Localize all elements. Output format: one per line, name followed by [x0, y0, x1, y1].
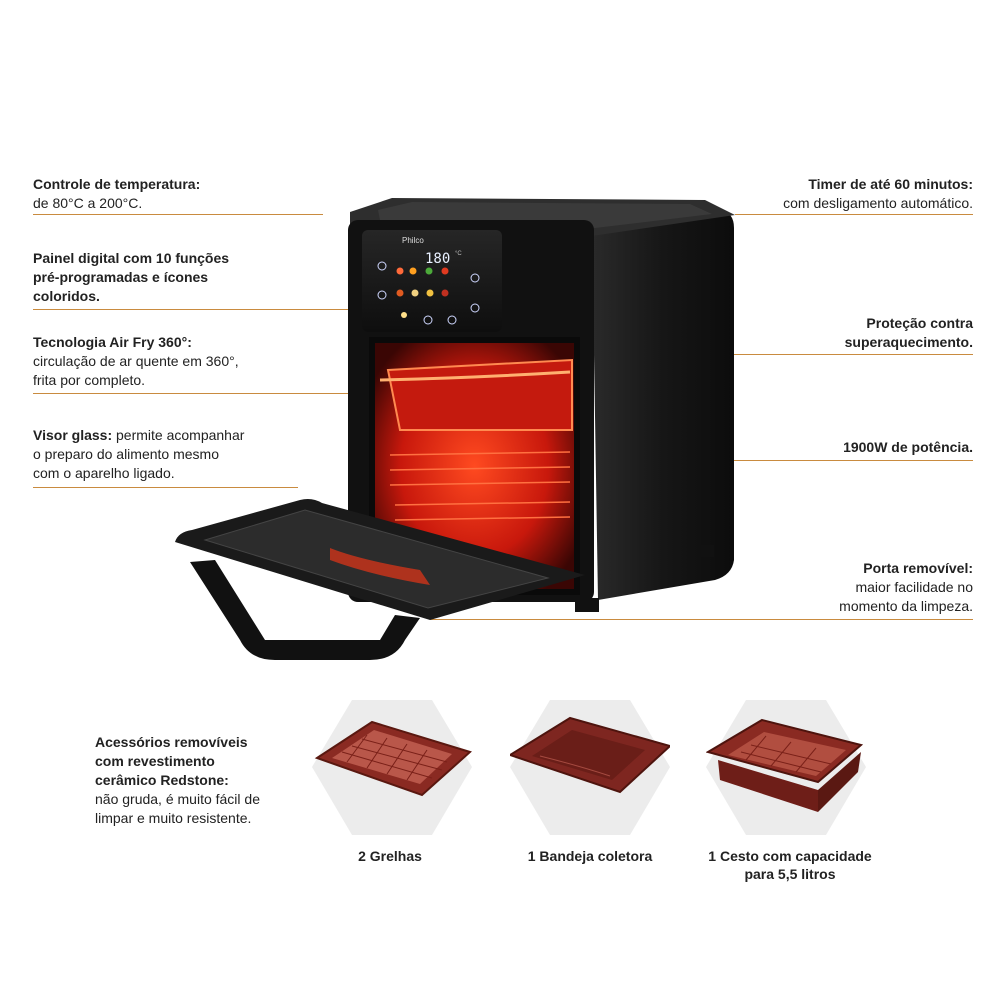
accessory-caption-basket-line2: para 5,5 litros [744, 866, 836, 882]
accessory-caption-grill: 2 Grelhas [358, 848, 422, 864]
callout-visor: Visor glass: permite acompanhar o prepar… [33, 426, 244, 483]
callout-airfry-body2: frita por completo. [33, 372, 146, 388]
callout-door-title: Porta removível: [863, 560, 973, 576]
callout-temperature-title: Controle de temperatura: [33, 176, 201, 192]
callout-protection-line1: Proteção contra [866, 315, 973, 331]
callout-power: 1900W de potência. [843, 438, 973, 457]
accessory-tray-image [510, 700, 670, 835]
callout-power-title: 1900W de potência. [843, 439, 973, 455]
leader-line-power [648, 460, 973, 461]
callout-accessories-body1: não gruda, é muito fácil de [95, 791, 260, 807]
callout-timer-body: com desligamento automático. [783, 195, 973, 211]
leader-line-temperature [33, 214, 323, 215]
callout-panel-line1: Painel digital com 10 funções [33, 250, 230, 266]
leader-line-timer [735, 214, 973, 215]
accessory-caption-basket: 1 Cesto com capacidade para 5,5 litros [690, 847, 890, 883]
callout-accessories-body2: limpar e muito resistente. [95, 810, 252, 826]
callout-door: Porta removível: maior facilidade no mom… [839, 559, 973, 616]
leader-line-airfry [33, 393, 393, 394]
callout-panel-line3: coloridos. [33, 288, 100, 304]
callout-visor-title: Visor glass: [33, 427, 113, 443]
accessory-basket-image [706, 700, 866, 835]
display-unit: °C [455, 251, 462, 257]
brand-logo: Philco [402, 236, 424, 245]
leader-line-panel [33, 309, 373, 310]
leader-line-door [430, 619, 973, 620]
callout-timer-title: Timer de até 60 minutos: [808, 176, 973, 192]
callout-airfry-body1: circulação de ar quente em 360°, [33, 353, 239, 369]
accessory-grill-image [312, 700, 472, 835]
callout-accessories-line1: Acessórios removíveis [95, 734, 248, 750]
callout-temperature-body: de 80°C a 200°C. [33, 195, 143, 211]
callout-visor-body1: permite acompanhar [112, 427, 245, 443]
temperature-display: 180 [425, 251, 450, 267]
accessory-caption-tray: 1 Bandeja coletora [527, 848, 653, 864]
callout-accessories-line2: com revestimento [95, 753, 215, 769]
callout-temperature: Controle de temperatura: de 80°C a 200°C… [33, 175, 200, 213]
callout-panel-line2: pré-programadas e ícones [33, 269, 209, 285]
callout-protection: Proteção contra superaquecimento. [845, 314, 973, 352]
leader-line-visor [33, 487, 298, 488]
callout-panel: Painel digital com 10 funções pré-progra… [33, 249, 229, 306]
callout-accessories: Acessórios removíveis com revestimento c… [95, 733, 260, 828]
callout-airfry: Tecnologia Air Fry 360°: circulação de a… [33, 333, 239, 390]
callout-door-body2: momento da limpeza. [839, 598, 973, 614]
callout-door-body1: maior facilidade no [855, 579, 973, 595]
air-fryer-oven-image: Philco 180 °C [175, 198, 735, 660]
leader-line-protection [648, 354, 973, 355]
callout-timer: Timer de até 60 minutos: com desligament… [783, 175, 973, 213]
callout-protection-line2: superaquecimento. [844, 334, 973, 350]
callout-visor-body2: o preparo do alimento mesmo [33, 446, 219, 462]
accessory-caption-basket-line1: 1 Cesto com capacidade [708, 848, 872, 864]
callout-visor-body3: com o aparelho ligado. [33, 465, 175, 481]
callout-accessories-line3: cerâmico Redstone: [95, 772, 229, 788]
callout-airfry-title: Tecnologia Air Fry 360°: [33, 334, 192, 350]
